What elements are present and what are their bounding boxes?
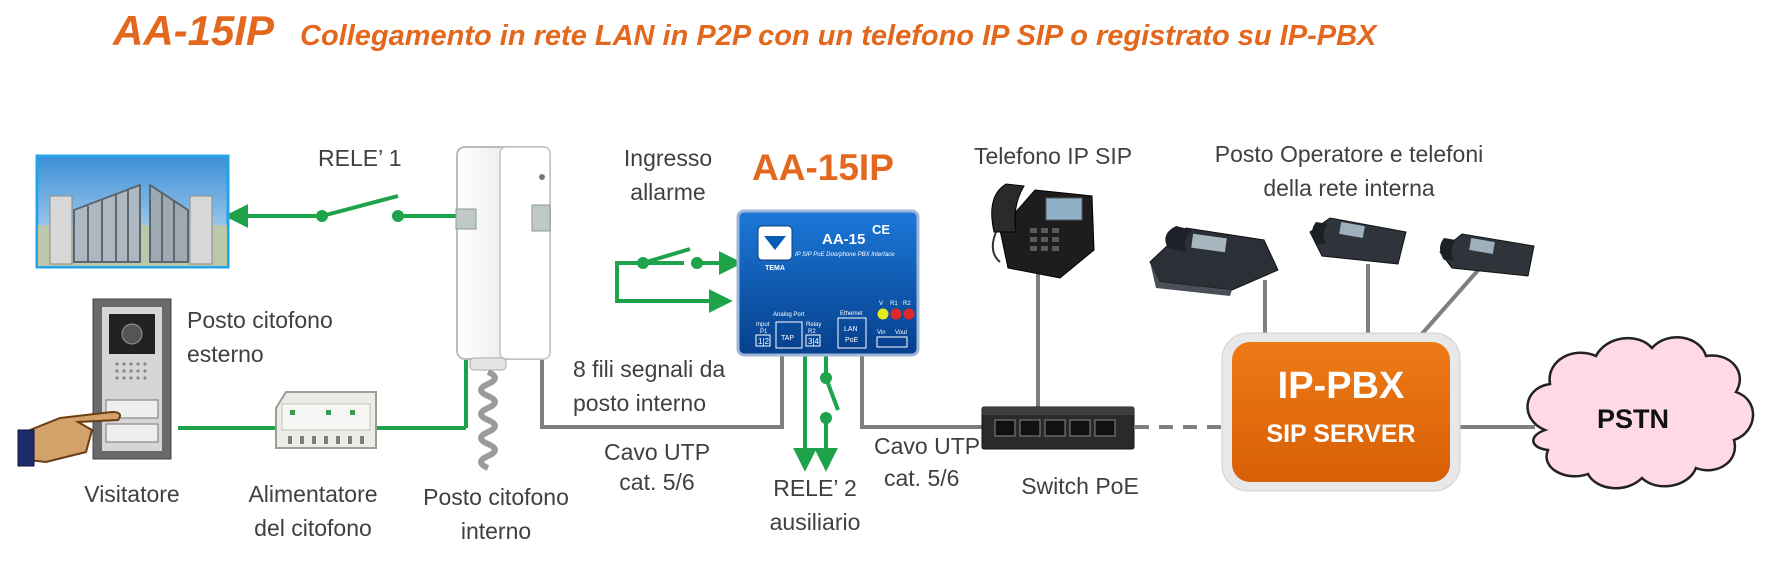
port-vin-label: Vin xyxy=(877,330,886,336)
pbx-label-main: IP-PBX xyxy=(1278,365,1405,407)
gate-image xyxy=(35,154,230,269)
ip-sip-phone xyxy=(991,183,1095,279)
device-model: AA-15 xyxy=(822,231,865,248)
outdoor-panel xyxy=(92,298,172,460)
title-subtitle: Collegamento in rete LAN in P2P con un t… xyxy=(300,20,1378,52)
rele1-label: RELE’ 1 xyxy=(318,145,402,171)
ingresso-label-line1: Ingresso xyxy=(624,145,712,171)
led-label-r1: R1 xyxy=(890,301,898,307)
cavo1-label-line1: Cavo UTP xyxy=(604,439,710,465)
device-brand: TEMA xyxy=(765,265,785,272)
rele2-label-line2: ausiliario xyxy=(770,509,861,535)
cavo2-label-line2: cat. 5/6 xyxy=(884,465,959,491)
fili-label-line2: posto interno xyxy=(573,390,706,416)
led-label-v: V xyxy=(879,301,883,307)
cavo2-label-line1: Cavo UTP xyxy=(874,433,980,459)
port-analog-label: Analog Port xyxy=(773,312,805,318)
port-input-label: Input xyxy=(756,322,770,328)
pbx-label-sub: SIP SERVER xyxy=(1266,420,1415,448)
pstn-label: PSTN xyxy=(1597,404,1669,434)
internal-phone-2 xyxy=(1439,233,1535,277)
port-12-label: 1|2 xyxy=(758,337,770,346)
telefono-label: Telefono IP SIP xyxy=(974,143,1132,169)
port-p1-label: P1 xyxy=(760,329,768,335)
aa15-device: TEMA AA-15 CE IP SIP PoE Doorphone PBX I… xyxy=(736,209,920,357)
port-tap-label: TAP xyxy=(781,335,794,342)
power-supply-unit xyxy=(275,391,377,449)
posto-interno-label-line1: Posto citofono xyxy=(423,484,569,510)
led-v-icon xyxy=(877,308,889,320)
alimentatore-label-line2: del citofono xyxy=(254,515,372,541)
cable-phone3-pbx xyxy=(1418,266,1482,338)
title-product: AA-15IP xyxy=(112,7,275,54)
utp-cable-device-switch xyxy=(860,356,985,429)
gray-cabling xyxy=(540,264,1535,429)
device-ce-mark: CE xyxy=(872,222,890,237)
ingresso-label-line2: allarme xyxy=(630,179,705,205)
led-label-r2: R2 xyxy=(903,301,911,307)
operator-console-phone xyxy=(1149,226,1279,296)
switch-contacts xyxy=(316,210,832,424)
port-poe-label: PoE xyxy=(845,337,859,344)
posto-esterno-label-line1: Posto citofono xyxy=(187,307,333,333)
device-tagline: IP SIP PoE Doorphone PBX Interface xyxy=(795,252,895,258)
led-r1-icon xyxy=(890,308,902,320)
handset-coiled-cord xyxy=(478,369,498,471)
pstn-cloud xyxy=(1526,336,1755,490)
posto-interno-label-line2: interno xyxy=(461,518,531,544)
alimentatore-label-line1: Alimentatore xyxy=(248,481,377,507)
utp-cable-handset-device xyxy=(540,356,784,429)
visitatore-label: Visitatore xyxy=(84,481,179,507)
alarm-input-loop xyxy=(615,261,733,313)
port-relay-label: Relay xyxy=(806,322,821,328)
device-heading: AA-15IP xyxy=(752,147,894,188)
posto-esterno-label-line2: esterno xyxy=(187,341,264,367)
switch-label: Switch PoE xyxy=(1021,473,1139,499)
port-lan-label: LAN xyxy=(844,326,858,333)
cavo1-label-line2: cat. 5/6 xyxy=(619,469,694,495)
internal-phone-1 xyxy=(1309,217,1407,265)
indoor-handset xyxy=(455,146,551,471)
port-34-label: 3|4 xyxy=(808,337,820,346)
rele1-switch-blade xyxy=(321,194,399,218)
operatore-label-line2: della rete interna xyxy=(1263,175,1435,201)
rele2-label-line1: RELE’ 2 xyxy=(773,475,857,501)
alarm-switch-blade xyxy=(642,247,691,265)
operatore-label-line1: Posto Operatore e telefoni xyxy=(1215,141,1484,167)
port-vout-label: Vout xyxy=(895,330,907,336)
ip-pbx-box xyxy=(1221,332,1461,492)
led-r2-icon xyxy=(903,308,915,320)
port-r2-label: R2 xyxy=(808,329,816,335)
port-ethernet-label: Ethernet xyxy=(840,311,863,317)
poe-switch xyxy=(981,406,1135,450)
pointing-hand-icon xyxy=(17,410,121,467)
fili-label-line1: 8 fili segnali da xyxy=(573,356,725,382)
